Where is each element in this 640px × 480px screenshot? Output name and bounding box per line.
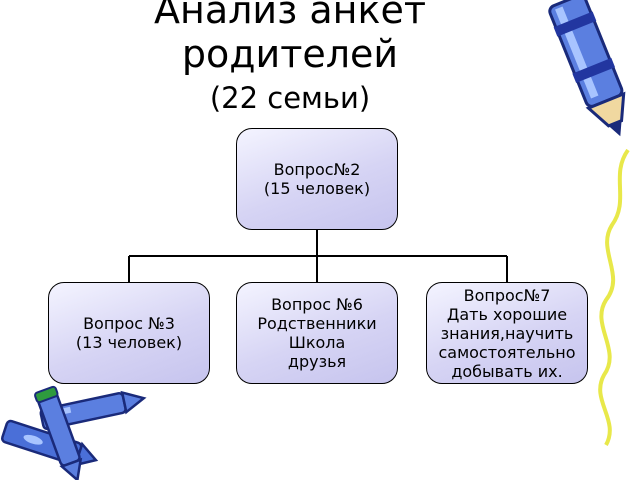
node-line: Дать хорошие xyxy=(446,304,568,324)
slide-title: Анализ анкет родителей (22 семьи) xyxy=(110,0,470,116)
node-line: Школа xyxy=(288,333,346,352)
wave-decoration xyxy=(598,148,630,446)
node-line: (13 человек) xyxy=(75,333,183,352)
node-line: (15 человек) xyxy=(263,179,371,198)
node-line: самостоятельно xyxy=(438,342,576,362)
org-connectors xyxy=(128,230,508,282)
node-line: друзья xyxy=(287,352,347,371)
title-subtitle: (22 семьи) xyxy=(209,81,371,115)
pen-icon xyxy=(548,0,626,137)
node-line: Вопрос №3 xyxy=(83,314,175,333)
node-question-7: Вопрос№7 Дать хорошие знания,научить сам… xyxy=(426,282,588,384)
node-question-3: Вопрос №3 (13 человек) xyxy=(48,282,210,384)
node-question-2: Вопрос№2 (15 человек) xyxy=(236,128,398,230)
node-line: добывать их. xyxy=(451,361,563,381)
node-line: Вопрос №6 xyxy=(271,295,363,314)
node-line: Вопрос№2 xyxy=(273,160,361,179)
crayon-icon xyxy=(34,385,83,480)
node-line: знания,научить xyxy=(440,323,574,343)
title-main: Анализ анкет родителей xyxy=(154,0,426,76)
node-line: Вопрос№7 xyxy=(463,285,551,305)
node-question-6: Вопрос №6 Родственники Школа друзья xyxy=(236,282,398,384)
node-line: Родственники xyxy=(257,314,377,333)
